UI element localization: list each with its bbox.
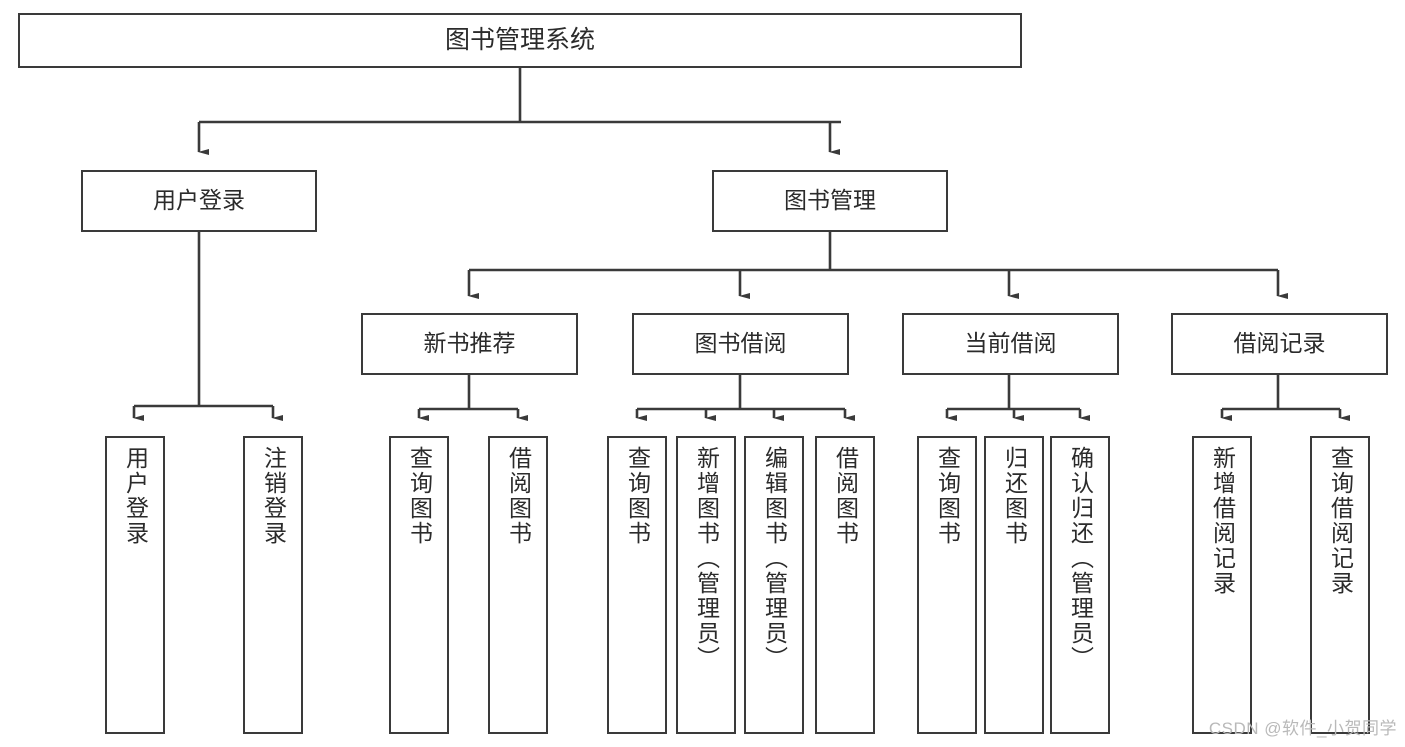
leaf-borrow-add-label: 新增图书（管理员） bbox=[693, 446, 720, 671]
node-current-borrow-label: 当前借阅 bbox=[964, 330, 1057, 357]
leaf-borrow-lend[interactable]: 借阅图书 bbox=[815, 436, 875, 734]
node-book-borrow-label: 图书借阅 bbox=[694, 330, 787, 357]
leaf-cur-query[interactable]: 查询图书 bbox=[917, 436, 977, 734]
leaf-rec-add-label: 新增借阅记录 bbox=[1209, 446, 1236, 596]
leaf-borrow-lend-label: 借阅图书 bbox=[832, 446, 859, 546]
leaf-user-logout-label: 注销登录 bbox=[260, 446, 287, 546]
leaf-rec-borrow[interactable]: 借阅图书 bbox=[488, 436, 548, 734]
leaf-borrow-edit[interactable]: 编辑图书（管理员） bbox=[744, 436, 804, 734]
leaf-borrow-add[interactable]: 新增图书（管理员） bbox=[676, 436, 736, 734]
leaf-rec-query[interactable]: 查询图书 bbox=[389, 436, 449, 734]
node-current-borrow[interactable]: 当前借阅 bbox=[902, 313, 1119, 375]
leaf-rec-query-label: 查询图书 bbox=[406, 446, 433, 546]
leaf-user-login-label: 用户登录 bbox=[122, 446, 149, 546]
leaf-cur-confirm-label: 确认归还（管理员） bbox=[1067, 446, 1094, 671]
node-new-book-rec[interactable]: 新书推荐 bbox=[361, 313, 578, 375]
node-book-borrow[interactable]: 图书借阅 bbox=[632, 313, 849, 375]
leaf-borrow-query-label: 查询图书 bbox=[624, 446, 651, 546]
leaf-cur-query-label: 查询图书 bbox=[934, 446, 961, 546]
leaf-borrow-edit-label: 编辑图书（管理员） bbox=[761, 446, 788, 671]
node-user-login[interactable]: 用户登录 bbox=[81, 170, 317, 232]
node-root[interactable]: 图书管理系统 bbox=[18, 13, 1022, 68]
leaf-rec-query2[interactable]: 查询借阅记录 bbox=[1310, 436, 1370, 734]
node-user-login-label: 用户登录 bbox=[153, 187, 245, 214]
leaf-rec-query2-label: 查询借阅记录 bbox=[1327, 446, 1354, 596]
leaf-cur-return-label: 归还图书 bbox=[1001, 446, 1028, 546]
node-book-manage[interactable]: 图书管理 bbox=[712, 170, 948, 232]
leaf-user-logout[interactable]: 注销登录 bbox=[243, 436, 303, 734]
node-borrow-record-label: 借阅记录 bbox=[1233, 330, 1326, 357]
leaf-rec-borrow-label: 借阅图书 bbox=[505, 446, 532, 546]
leaf-borrow-query[interactable]: 查询图书 bbox=[607, 436, 667, 734]
node-borrow-record[interactable]: 借阅记录 bbox=[1171, 313, 1388, 375]
leaf-rec-add[interactable]: 新增借阅记录 bbox=[1192, 436, 1252, 734]
node-root-label: 图书管理系统 bbox=[444, 25, 595, 54]
leaf-cur-return[interactable]: 归还图书 bbox=[984, 436, 1044, 734]
node-new-book-rec-label: 新书推荐 bbox=[423, 330, 516, 357]
leaf-user-login[interactable]: 用户登录 bbox=[105, 436, 165, 734]
node-book-manage-label: 图书管理 bbox=[784, 187, 876, 214]
leaf-cur-confirm[interactable]: 确认归还（管理员） bbox=[1050, 436, 1110, 734]
